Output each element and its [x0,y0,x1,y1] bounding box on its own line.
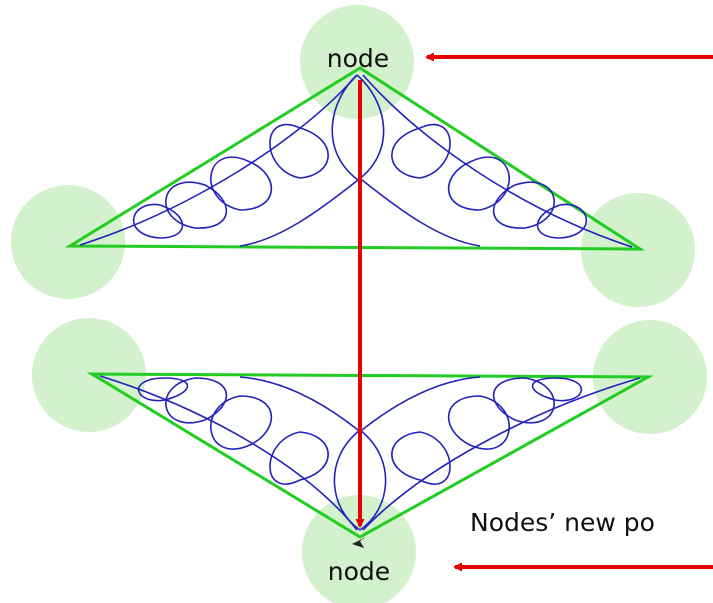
lower-plume-r3 [494,378,555,423]
top-node-label: node [327,44,389,73]
upper-plume-l2 [211,157,272,210]
lower-plume-l1 [270,432,328,484]
lower-plume-l4 [139,378,188,401]
lower-plume-r1 [392,432,450,484]
bottom-node-label: node [328,557,390,586]
lower-plume-r4 [533,378,582,401]
caption-label: Nodes’ new po [470,508,655,537]
upper-plume-l1 [270,125,328,178]
upper-inner-r [362,180,480,246]
upper-plume-l4 [134,205,183,238]
upper-inner-l [240,180,358,246]
lower-inner-r [362,377,480,430]
lower-inner-l [240,377,358,430]
lower-plume-r2 [449,396,510,449]
lower-plume-l3 [166,378,227,423]
lower-plume-l2 [211,396,272,449]
upper-plume-r2 [449,157,510,210]
node-circle-upper-left [11,185,125,299]
upper-plume-r1 [392,125,450,178]
upper-plume-l3 [166,182,227,228]
